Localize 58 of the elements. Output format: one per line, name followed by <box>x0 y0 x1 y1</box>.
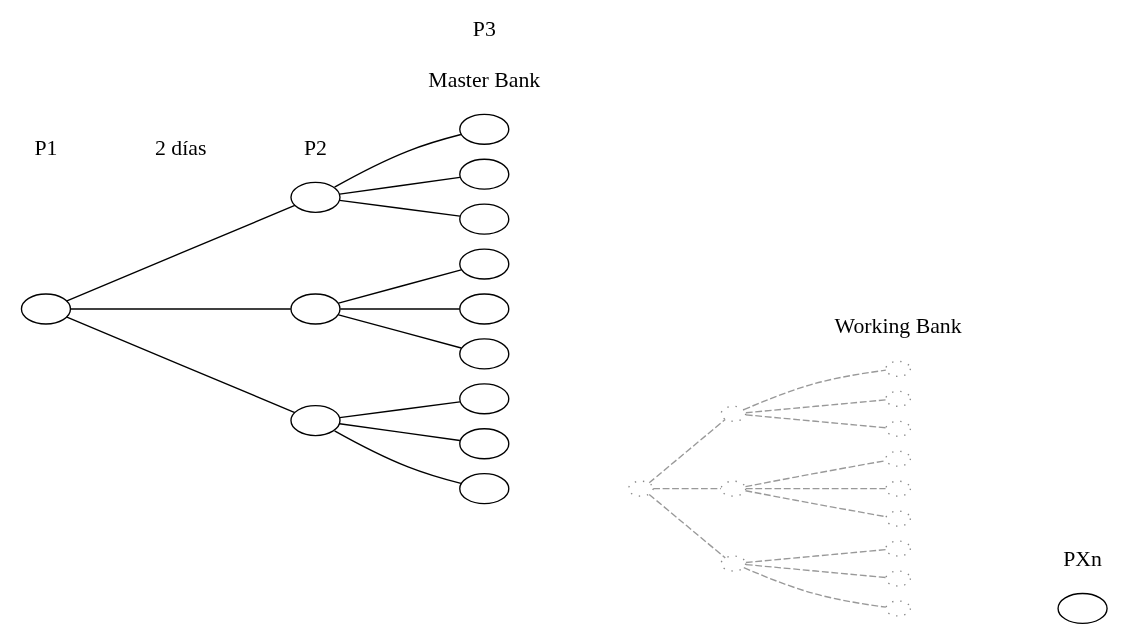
connector <box>742 369 887 411</box>
connector <box>744 488 886 490</box>
node-circle <box>458 383 509 415</box>
label: P3 <box>472 17 496 42</box>
connector <box>742 566 887 608</box>
node-circle <box>289 181 341 213</box>
connector <box>337 314 462 349</box>
label: P1 <box>33 135 57 160</box>
node-circle <box>884 420 911 437</box>
label: P2 <box>303 135 327 160</box>
node-circle <box>458 158 509 190</box>
connector <box>648 493 726 559</box>
node-circle <box>884 480 911 497</box>
node-circle <box>458 473 509 505</box>
connector <box>648 418 726 484</box>
connector <box>338 401 461 419</box>
connector <box>744 459 887 488</box>
connector <box>338 423 461 442</box>
node-circle <box>458 248 509 280</box>
connector <box>338 176 461 195</box>
connector <box>744 414 887 429</box>
node-circle <box>627 480 654 497</box>
connector <box>65 316 295 414</box>
node-circle <box>20 293 71 325</box>
label: Working Bank <box>834 314 962 339</box>
node-circle <box>884 360 911 378</box>
node-circle <box>458 428 509 460</box>
connector <box>744 563 887 579</box>
connector <box>65 204 295 302</box>
node-circle <box>884 390 911 407</box>
connector <box>338 199 461 217</box>
node-circle <box>719 480 746 497</box>
node-circle <box>719 405 746 422</box>
connector <box>652 488 722 490</box>
node-circle <box>458 338 509 370</box>
node-circle <box>458 293 509 325</box>
connector <box>744 399 887 414</box>
node-circle <box>458 113 509 145</box>
node-circle <box>884 510 911 527</box>
label: Master Bank <box>427 67 540 92</box>
node-circle <box>289 293 341 325</box>
connector <box>333 430 462 485</box>
connector <box>333 133 462 188</box>
node-circle <box>1056 592 1108 625</box>
label: PXn <box>1062 546 1102 571</box>
node-circle <box>458 203 509 235</box>
node-circle <box>884 450 911 467</box>
connector <box>339 308 460 310</box>
connector <box>744 490 887 518</box>
node-circle <box>884 600 911 617</box>
connector <box>69 308 291 310</box>
node-circle <box>884 540 911 557</box>
node-circle <box>884 570 911 587</box>
connector <box>744 548 887 564</box>
connector <box>337 269 462 304</box>
node-circle <box>719 555 746 572</box>
node-circle <box>289 404 341 437</box>
label: 2 días <box>154 135 206 160</box>
